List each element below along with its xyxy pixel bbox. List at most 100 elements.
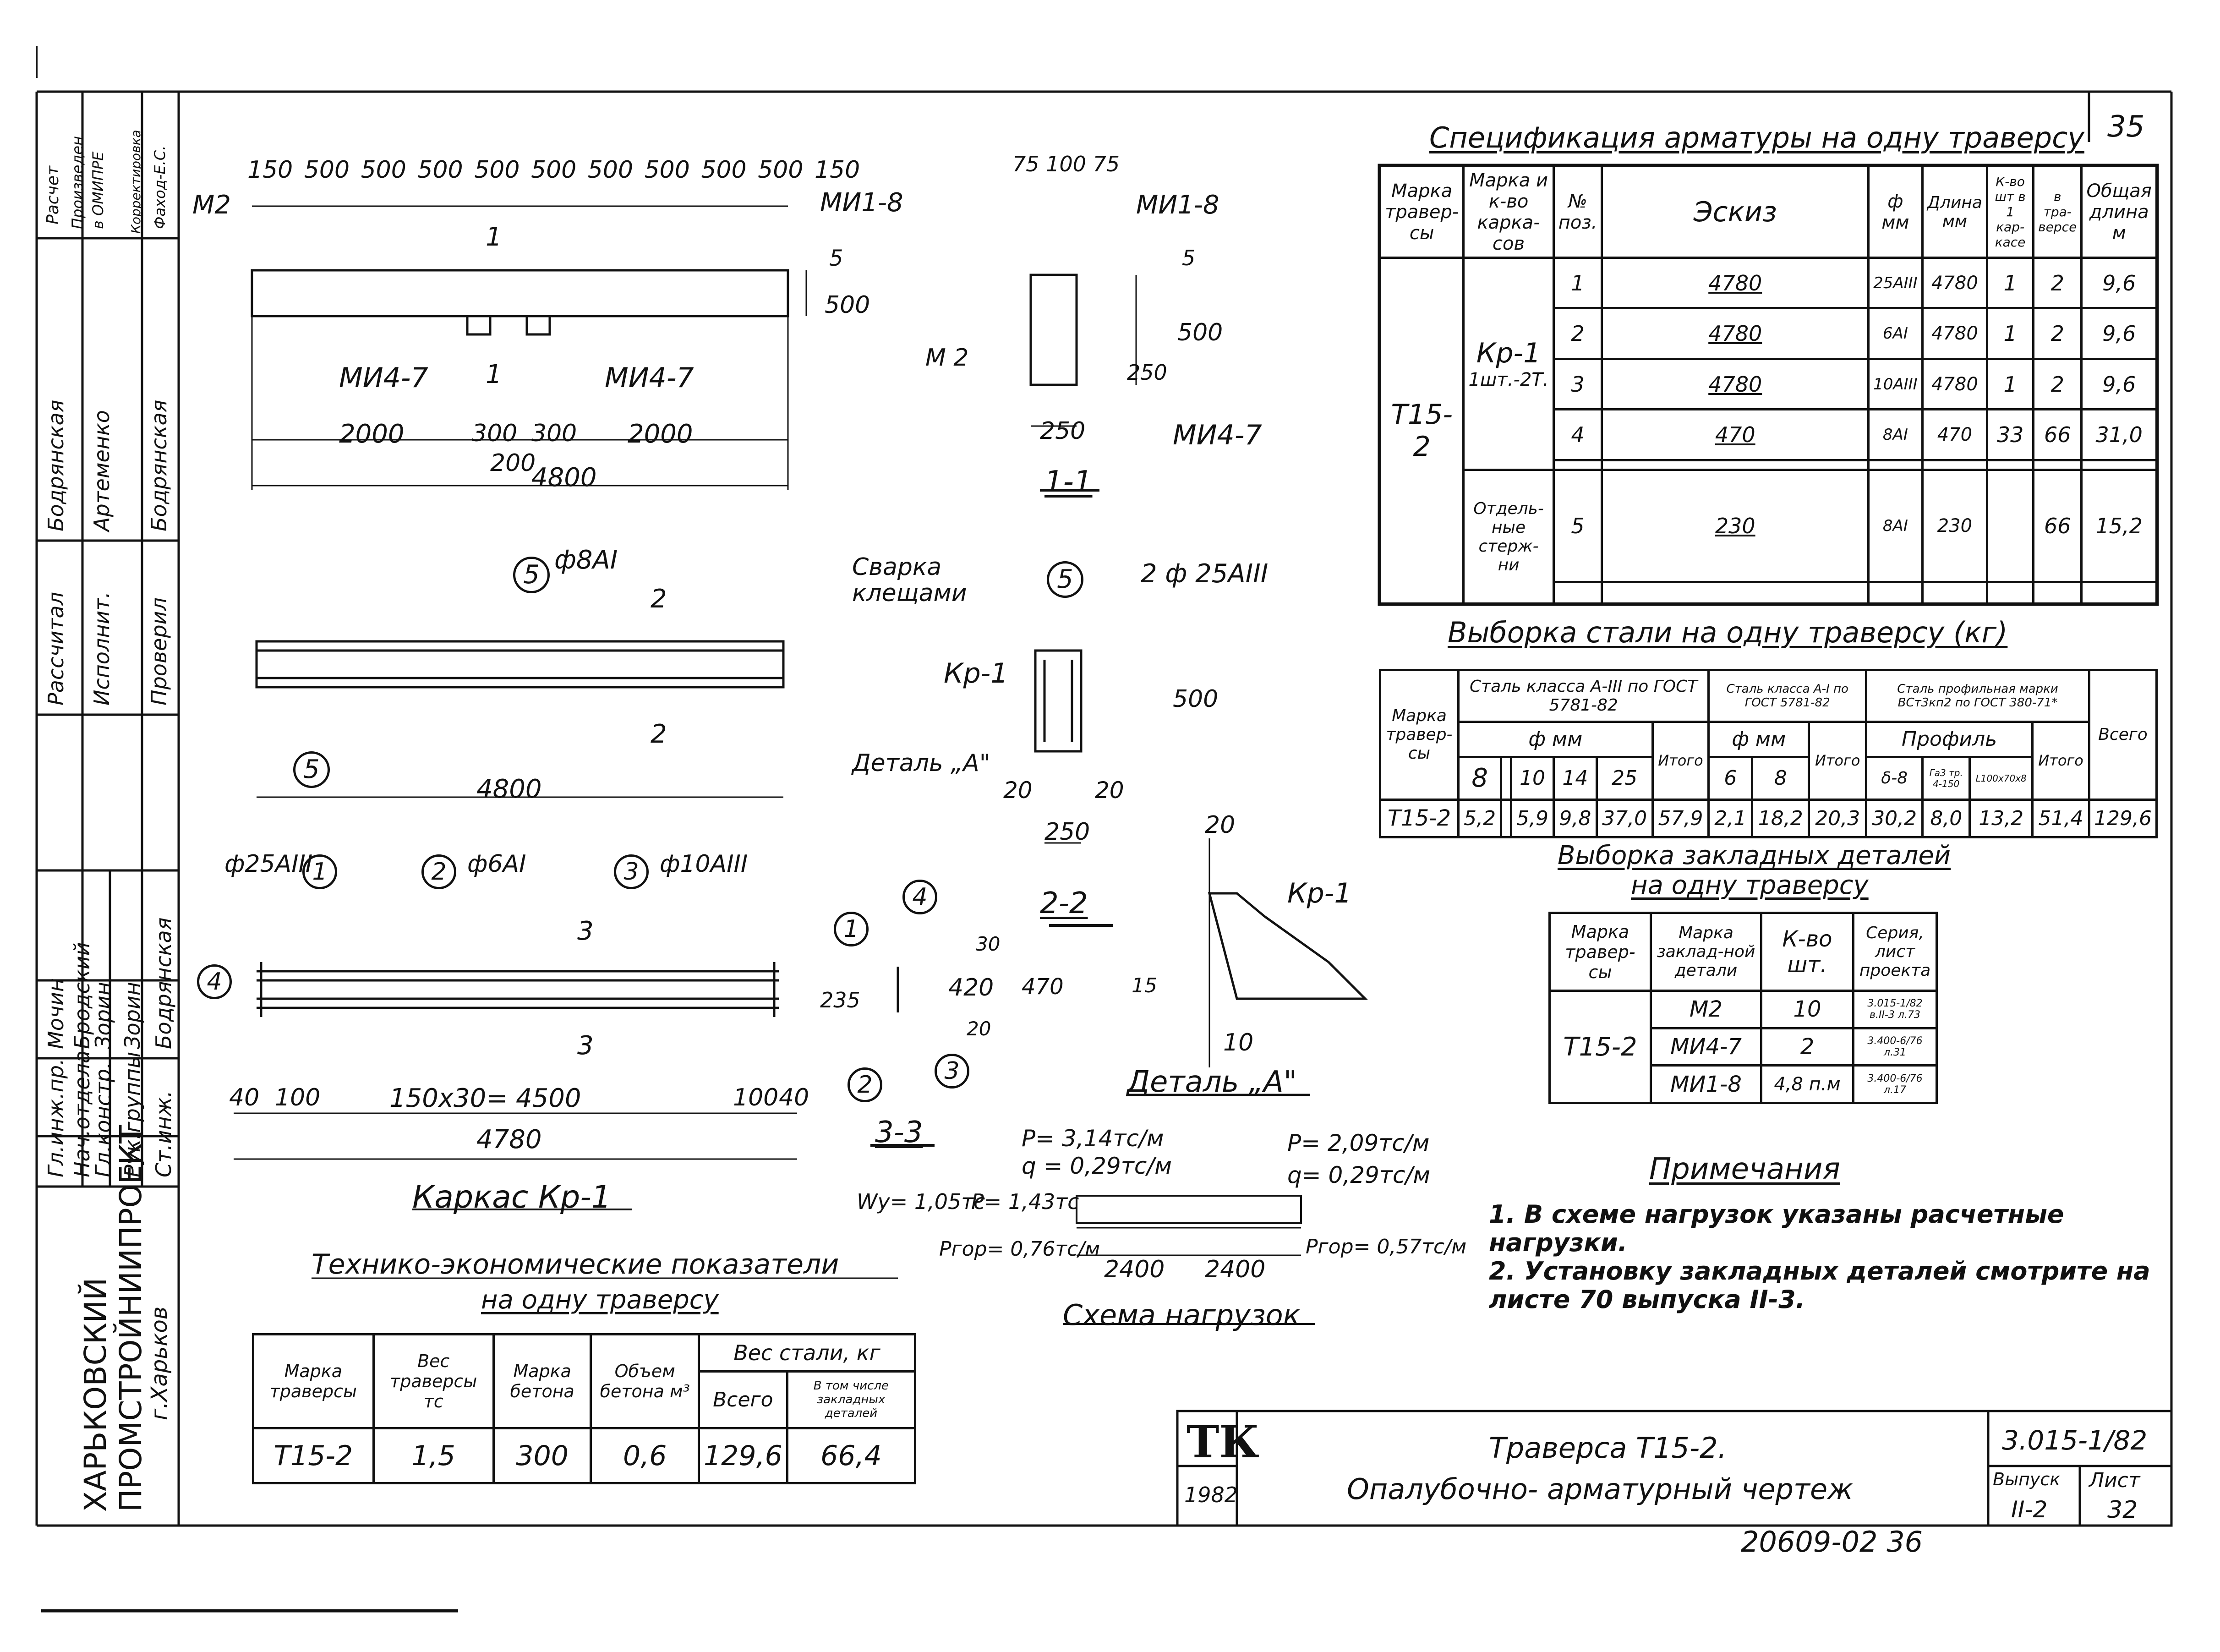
steel-size-d8: δ-8	[1865, 755, 1924, 801]
embed-name-3: МИ1-8	[1650, 1064, 1762, 1104]
sec22-dim-500: 500	[1173, 685, 1219, 713]
note-line-1: 1. В схеме нагрузок указаны расчетные	[1489, 1200, 2064, 1229]
spec-h-k2: в тра-версе	[2032, 165, 2083, 259]
spec-total-3: 9,6	[2080, 357, 2158, 411]
steel-v-0: Т15-2	[1379, 798, 1460, 839]
spec-pos-3: 3	[1552, 357, 1603, 411]
dim-4800-elev: 4800	[531, 463, 597, 492]
embed-h-series: Серия, лист проекта	[1852, 912, 1938, 992]
tb-vypusk: II-2	[2011, 1496, 2048, 1523]
steel-v-7: 2,1	[1707, 798, 1754, 839]
sec33-dim-235: 235	[820, 988, 860, 1012]
sec22-dim-20b: 20	[1095, 777, 1124, 804]
sec22-callout-5: 5	[1047, 561, 1083, 598]
spec-sketch-3: 4780	[1601, 357, 1870, 411]
stamp-name-0: Мочин	[44, 978, 68, 1049]
tech-h-embed: В том числе закладных деталей	[786, 1370, 917, 1430]
dim-2000-left: 2000	[339, 419, 405, 449]
load-dim-2400a: 2400	[1104, 1256, 1165, 1283]
steel-v-12: 13,2	[1968, 798, 2034, 839]
stamp-city: г.Харьков	[147, 1306, 172, 1420]
steel-v-11: 8,0	[1921, 798, 1971, 839]
stamp-role-4: Ст.инж.	[151, 1090, 176, 1177]
steel-h-a3: Сталь класса А-III по ГОСТ 5781-82	[1457, 668, 1710, 723]
tech-h-weight: Вес траверсы тс	[372, 1333, 495, 1429]
steel-h-vsego: Всего	[2088, 669, 2158, 801]
stamp-top-3: Корректировка	[128, 130, 143, 234]
plan-dim-4800: 4800	[476, 774, 542, 804]
sec11-m2: М 2	[925, 344, 969, 372]
tech-v-total: 129,6	[697, 1427, 788, 1484]
steel-v-6: 57,9	[1651, 798, 1710, 839]
stamp-role-2: Гл.констр.	[91, 1062, 115, 1177]
plan-sec2b: 2	[651, 719, 667, 749]
spec-pos-2: 2	[1552, 307, 1603, 360]
spec-total-1: 9,6	[2080, 256, 2158, 310]
stamp-upper-role-0: Рассчитал	[44, 592, 68, 706]
sec33-c1: 1	[834, 912, 869, 946]
spec-h-marka: Марка травер-сы	[1378, 165, 1465, 259]
spec-marka: Т15-2	[1378, 257, 1465, 605]
dim-2000-right: 2000	[628, 419, 693, 449]
steel-h-prof: Сталь профильная марки ВСт3кп2 по ГОСТ 3…	[1865, 668, 2090, 723]
steel-size-25: 25	[1595, 755, 1654, 801]
embed-qty-3: 4,8 п.м	[1760, 1064, 1854, 1104]
spec-d-5: 8АI	[1867, 469, 1924, 583]
spec-len-1: 4780	[1921, 256, 1989, 310]
load-p-mid: P= 1,43тс	[971, 1189, 1079, 1214]
tb-subtitle: Опалубочно- арматурный чертеж	[1347, 1472, 1854, 1506]
label-mi1-8: МИ1-8	[820, 188, 903, 218]
frame-dim-4780: 4780	[476, 1125, 542, 1154]
top-dims: 150 500 500 500 500 500 500 500 500 500 …	[247, 156, 860, 184]
embed-qty-1: 10	[1760, 990, 1854, 1029]
spec-h-k1: К-во шт в 1 кар-касе	[1986, 165, 2035, 259]
tb-list: 32	[2107, 1496, 2138, 1524]
stamp-upper-role-1: Исполнит.	[89, 591, 114, 706]
note-line-2: нагрузки.	[1489, 1228, 1628, 1258]
dim-500-elev: 500	[825, 291, 870, 319]
spec-k2-5: 66	[2032, 469, 2083, 583]
spec-k1-2: 1	[1986, 307, 2035, 360]
load-p-left: P= 3,14тс/м	[1022, 1125, 1164, 1152]
frame-sec3: 3	[577, 916, 594, 946]
spec-h-sketch: Эскиз	[1601, 165, 1870, 259]
detail-dim-10: 10	[1223, 1029, 1254, 1056]
stamp-top-4: Фаход-Е.С.	[151, 145, 169, 229]
steel-h-itogo3: Итого	[2031, 721, 2090, 801]
sec22-label: 2-2	[1040, 886, 1088, 920]
stamp-top-0: Расчет	[44, 166, 62, 224]
detail-dim-20: 20	[1205, 811, 1236, 839]
steel-v-1: 5,2	[1457, 798, 1503, 839]
sec-mark-1b: 1	[486, 360, 502, 389]
detail-kr1: Кр-1	[1287, 877, 1352, 909]
stamp-role-0: Гл.инж.пр.	[44, 1058, 68, 1177]
spec-sketch-2: 4780	[1601, 307, 1870, 360]
detail-dim-15: 15	[1132, 974, 1157, 997]
tb-logo: ТК	[1187, 1416, 1259, 1468]
frame-title: Каркас Кр-1	[412, 1179, 612, 1215]
sec33-dim-30: 30	[976, 933, 1001, 955]
steel-size-10: 10	[1509, 755, 1555, 801]
steel-h-profil: Профиль	[1865, 721, 2034, 758]
spec-table: Марка травер-сы Марка и к-во карка-сов №…	[1378, 165, 2158, 605]
dim-300-left: 300	[472, 420, 518, 447]
spec-k1-3: 1	[1986, 357, 2035, 411]
dim-5: 5	[829, 246, 843, 271]
steel-size-8: 8	[1457, 755, 1503, 801]
stamp-upper-name-1: Артеменко	[89, 410, 114, 531]
spec-total-5: 15,2	[2080, 469, 2158, 583]
frame-dim-100b: 100	[733, 1084, 779, 1111]
steel-size-14: 14	[1553, 755, 1598, 801]
steel-h-fmm2: ф мм	[1707, 721, 1810, 758]
spec-h-pos: № поз.	[1552, 165, 1603, 259]
spec-k1-5	[1986, 469, 2035, 583]
spec-k2-1: 2	[2032, 256, 2083, 310]
tb-title: Траверса Т15-2.	[1489, 1431, 1727, 1465]
embed-title2: на одну траверсу	[1631, 870, 1869, 900]
steel-size-empty	[1500, 755, 1512, 801]
sec-mark-1: 1	[486, 222, 502, 252]
frame-c1: 1	[302, 854, 337, 889]
tech-table: Марка траверсы Вес траверсы тс Марка бет…	[252, 1333, 917, 1484]
stamp-upper-name-0: Бодрянская	[44, 399, 68, 531]
